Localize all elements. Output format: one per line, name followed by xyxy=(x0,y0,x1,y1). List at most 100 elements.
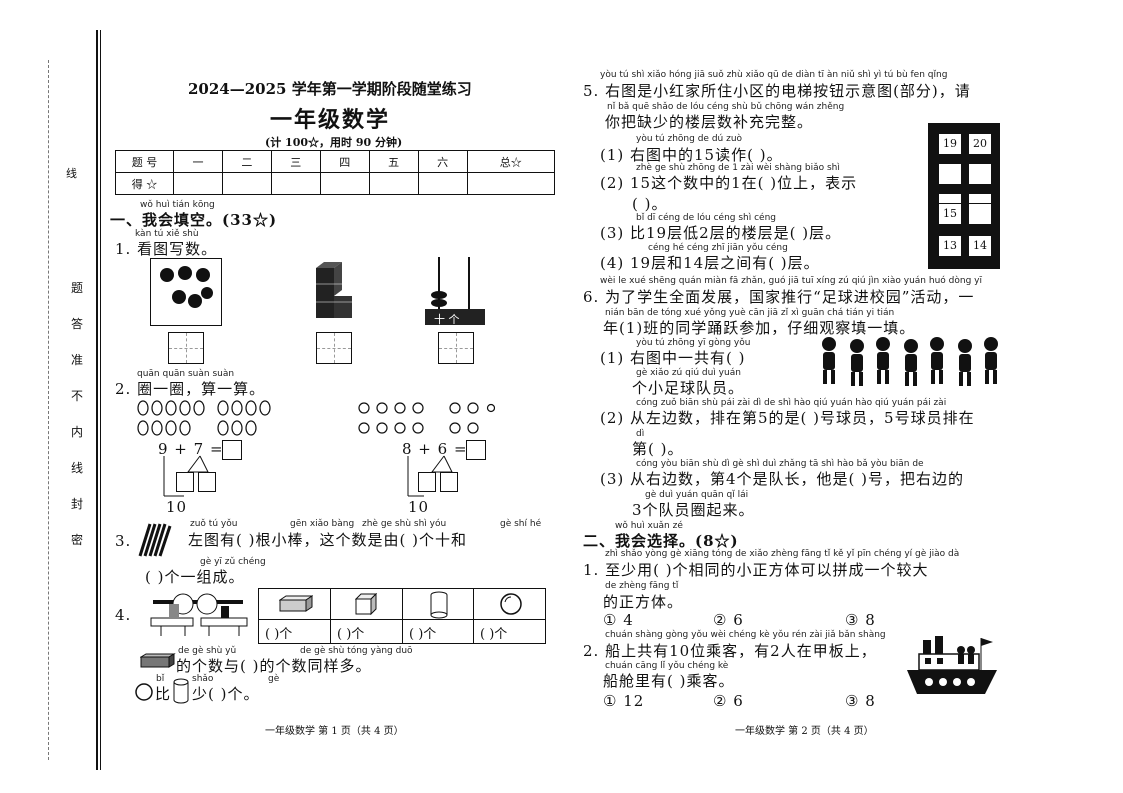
margin-vertical-text: 题 答 准 不 内 线 封 密 xyxy=(68,270,86,558)
s2q1b-text: 的正方体。 xyxy=(603,593,684,611)
q2-right-equation: 8 + 6 = xyxy=(402,440,468,458)
q6-s1b: 个小足球队员。 xyxy=(632,379,745,397)
q6-pinyin-2: nián bān de tóng xué yǒng yuè cān jiā zǐ… xyxy=(605,308,895,318)
q5-s3-pinyin: bǐ dī céng de lóu céng shì céng xyxy=(636,213,777,223)
q4-line-1: 的个数与( )的个数同样多。 xyxy=(176,657,372,675)
section1-pinyin: wǒ huì tián kōng xyxy=(140,200,215,210)
q6-s3: (3) 从右边数，第4个是队长，他是( )号，把右边的 xyxy=(600,470,965,488)
q3-pinyin-3: zhè ge shù shì yóu xyxy=(362,519,447,529)
q5-s4: (4) 19层和14层之间有( )层。 xyxy=(600,254,820,272)
q3-pinyin-1: zuǒ tú yǒu xyxy=(190,519,238,529)
score-head-cell: 五 xyxy=(368,150,419,173)
s2q2-option[interactable]: ③ 8 xyxy=(845,692,876,710)
q4-count-cell[interactable]: ( )个 xyxy=(265,627,293,642)
q4-line-2a: 比 xyxy=(155,685,172,703)
q6-s2: (2) 从左边数，排在第5的是( )号球员，5号球员排在 xyxy=(600,409,975,427)
q4-count-cell[interactable]: ( )个 xyxy=(409,627,437,642)
q4-count-cell[interactable]: ( )个 xyxy=(337,627,365,642)
s2q2b-text: 船舱里有( )乘客。 xyxy=(603,672,735,690)
q3-line-2: ( )个一组成。 xyxy=(145,568,245,586)
margin-xian-label: 线 xyxy=(66,167,77,180)
apples-icon xyxy=(160,266,213,308)
s2q1-option[interactable]: ② 6 xyxy=(713,611,744,629)
score-head-cell: 六 xyxy=(417,150,468,173)
section2-title: 二、我会选择。(8☆) xyxy=(583,532,739,550)
s2q2-option[interactable]: ① 12 xyxy=(603,692,645,710)
margin-char: 准 xyxy=(70,353,83,367)
q2-right-split-box-b[interactable] xyxy=(440,472,458,492)
score-head-cell: 题 号 xyxy=(115,150,174,173)
q4-divider xyxy=(402,589,403,643)
q3-pinyin-5: gè yī zǔ chéng xyxy=(200,557,266,567)
s2q2b-pinyin: chuán cāng lǐ yǒu chéng kè xyxy=(605,661,729,671)
elevator-button: 20 xyxy=(968,133,992,155)
s2q1b-pinyin: de zhèng fāng tǐ xyxy=(605,581,679,591)
q5-line-1: 5. 右图是小红家所住小区的电梯按钮示意图(部分)，请 xyxy=(583,82,971,100)
q6-s2-pinyin: cóng zuǒ biān shù pái zài dì de shì hào … xyxy=(636,398,947,408)
q4-divider xyxy=(330,589,331,643)
score-table: 题 号 一 二 三 四 五 六 总☆ 得 ☆ xyxy=(115,150,556,195)
exam-subject: 一年级数学 xyxy=(270,107,391,133)
q2-right-answer[interactable] xyxy=(466,440,486,460)
cylinder-icon xyxy=(430,591,448,619)
q2-pinyin: quān quān suàn suàn xyxy=(137,369,235,379)
s2q1-option[interactable]: ③ 8 xyxy=(845,611,876,629)
q4-pinyin-4: shǎo xyxy=(192,674,214,684)
cuboid-small-icon xyxy=(140,653,176,668)
elevator-panel: 19 20 15 15 13 14 xyxy=(928,123,1000,269)
q2-right-split-box-a[interactable] xyxy=(418,472,436,492)
q2-left-answer[interactable] xyxy=(222,440,242,460)
footer-left: 一年级数学 第 1 页（共 4 页） xyxy=(265,726,404,737)
soccer-players-icon xyxy=(822,337,998,386)
score-cell[interactable] xyxy=(417,172,468,195)
q1-answer-box-1[interactable] xyxy=(168,332,204,364)
margin-char: 封 xyxy=(70,497,83,511)
score-cell[interactable] xyxy=(270,172,321,195)
score-head-cell: 一 xyxy=(173,150,223,173)
shelf-objects-icon xyxy=(150,593,248,636)
q2-left-split-box-a[interactable] xyxy=(176,472,194,492)
q1-answer-box-2[interactable] xyxy=(316,332,352,364)
q3-number: 3. xyxy=(115,532,132,550)
q6-s2b: 第( )。 xyxy=(632,440,684,458)
q2-left-split-box-b[interactable] xyxy=(198,472,216,492)
score-cell[interactable] xyxy=(319,172,370,195)
q4-divider xyxy=(473,589,474,643)
exam-year-title: 2024—2025 学年第一学期阶段随堂练习 xyxy=(188,80,472,98)
q4-pinyin-2: de gè shù tóng yàng duō xyxy=(300,646,413,656)
q6-s3-pinyin: cóng yòu biān shù dì gè shì duì zhǎng tā… xyxy=(636,459,924,469)
s2q2-option[interactable]: ② 6 xyxy=(713,692,744,710)
q1-text: 1. 看图写数。 xyxy=(115,240,218,258)
margin-dash xyxy=(48,60,50,760)
elevator-button xyxy=(968,203,992,225)
q5-line-2: 你把缺少的楼层数补充完整。 xyxy=(605,113,814,131)
margin-char: 线 xyxy=(70,461,83,475)
score-cell[interactable] xyxy=(368,172,419,195)
q4-count-cell[interactable]: ( )个 xyxy=(480,627,508,642)
margin-char: 密 xyxy=(70,533,83,547)
margin-rule-right xyxy=(100,30,101,770)
footer-right: 一年级数学 第 2 页（共 4 页） xyxy=(735,726,874,737)
q4-count-table: ( )个 ( )个 ( )个 ( )个 xyxy=(258,588,546,644)
score-cell[interactable] xyxy=(221,172,272,195)
score-cell[interactable] xyxy=(173,172,223,195)
q5-s2b: ( )。 xyxy=(632,195,668,213)
q6-s3b: 3个队员圈起来。 xyxy=(632,501,755,519)
q6-s1: (1) 右图中一共有( ) xyxy=(600,349,746,367)
elevator-button xyxy=(938,163,962,185)
ship-icon xyxy=(907,636,997,694)
q2-left-equation: 9 + 7 = xyxy=(158,440,224,458)
s2q1-option[interactable]: ① 4 xyxy=(603,611,634,629)
q3-pinyin-2: gēn xiǎo bàng xyxy=(290,519,355,529)
s2q2-text: 2. 船上共有10位乘客，有2人在甲板上， xyxy=(583,642,877,660)
q3-line-1: 左图有( )根小棒，这个数是由( )个十和 xyxy=(188,531,467,549)
score-row-label: 得 ☆ xyxy=(115,172,174,195)
elevator-button: 13 xyxy=(938,235,962,257)
margin-char: 答 xyxy=(70,317,83,331)
q1-answer-box-3[interactable] xyxy=(438,332,474,364)
margin-char: 题 xyxy=(70,281,83,295)
q5-pinyin-1: yòu tú shì xiǎo hóng jiā suǒ zhù xiǎo qū… xyxy=(600,70,948,80)
elevator-button-15: 15 xyxy=(938,203,962,225)
score-cell[interactable] xyxy=(466,172,556,195)
q5-s2-pinyin: zhè ge shù zhōng de 1 zài wèi shàng biǎo… xyxy=(636,163,840,173)
